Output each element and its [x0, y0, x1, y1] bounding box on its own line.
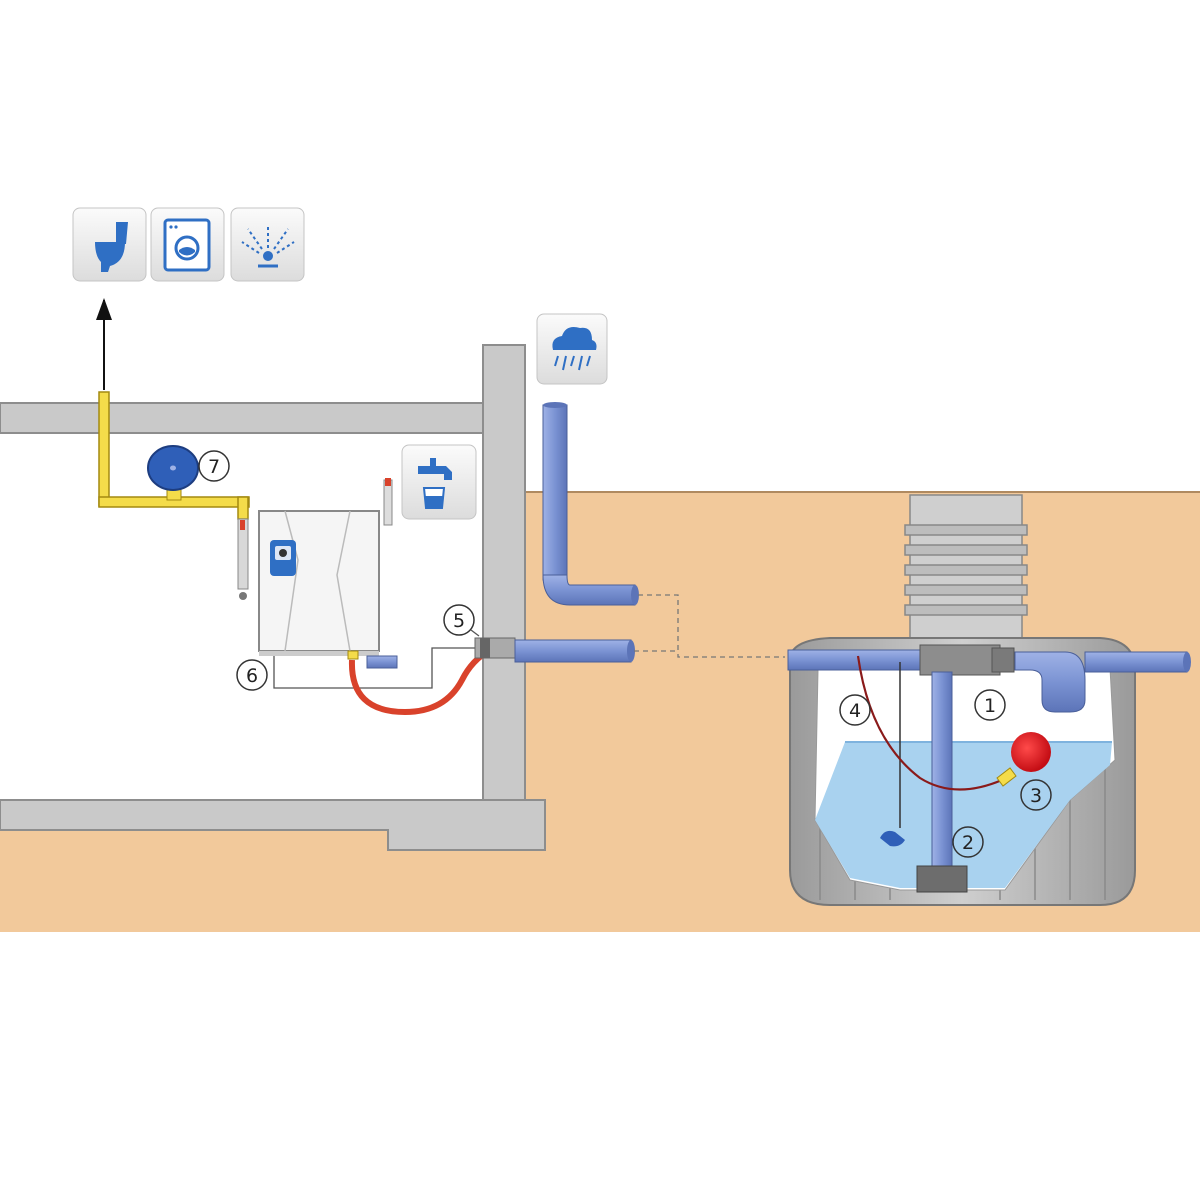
wall-duct	[474, 637, 516, 659]
callout-7: 7	[198, 450, 230, 482]
supply-arrow	[96, 298, 112, 390]
pressure-vessel	[147, 445, 199, 501]
toilet-icon	[72, 207, 147, 282]
control-unit	[237, 478, 398, 669]
tap-water-icon	[401, 444, 477, 520]
connection-dashes	[634, 594, 785, 658]
tank-supply-pipe	[514, 639, 635, 663]
garden-sprinkler-icon	[230, 207, 305, 282]
tank-piping	[787, 644, 1191, 893]
rain-cloud-icon	[536, 313, 608, 385]
callout-4: 4	[839, 694, 871, 726]
building	[0, 344, 546, 851]
callout-3: 3	[1020, 779, 1052, 811]
svg-text:4: 4	[849, 700, 861, 722]
callout-1: 1	[974, 689, 1006, 721]
svg-text:6: 6	[246, 665, 258, 687]
downpipe	[542, 402, 639, 606]
svg-text:3: 3	[1030, 785, 1042, 807]
leader-lines	[273, 629, 480, 689]
svg-text:7: 7	[208, 456, 220, 478]
suction-hose	[348, 647, 492, 716]
svg-text:5: 5	[453, 610, 465, 632]
floor-slab	[0, 799, 546, 851]
outer-wall	[482, 344, 526, 801]
callout-6: 6	[236, 659, 268, 691]
callout-5: 5	[443, 604, 475, 636]
washing-machine-icon	[150, 207, 225, 282]
svg-text:2: 2	[962, 832, 974, 854]
ceiling-slab	[0, 402, 526, 434]
callout-2: 2	[952, 826, 984, 858]
svg-text:1: 1	[984, 695, 996, 717]
